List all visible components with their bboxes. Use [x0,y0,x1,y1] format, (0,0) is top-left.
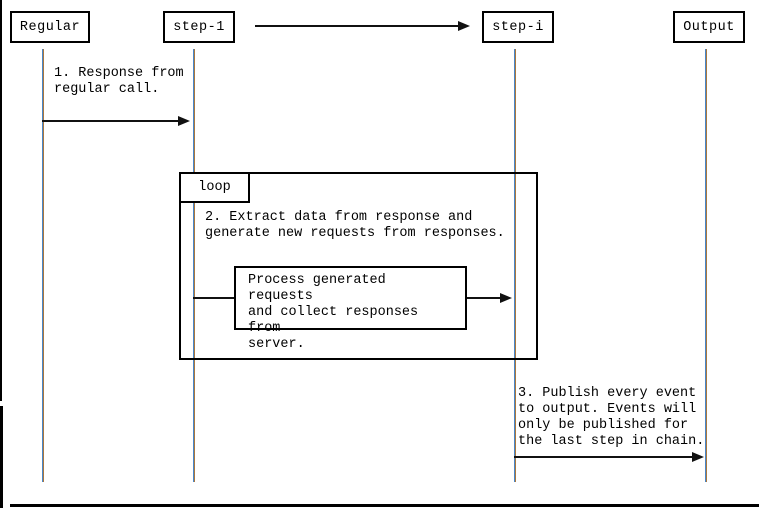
arrowhead-icon [178,116,190,126]
arrowhead-icon [458,21,470,31]
lifeline-step-i [514,49,516,482]
actor-box-step-i: step-i [482,11,554,43]
arrowhead-icon [692,452,704,462]
actor-box-output: Output [673,11,745,43]
loop-operator-label: loop [198,180,231,195]
actor-label-step-i: step-i [492,19,544,35]
actor-box-step-1: step-1 [163,11,235,43]
message-2-label: 2. Extract data from response and genera… [205,210,505,241]
arrowhead-icon [500,293,512,303]
process-arrow [467,293,512,303]
process-box-connector-line [193,297,234,299]
message-1-label: 1. Response from regular call. [54,66,184,97]
actor-box-regular: Regular [10,11,90,43]
chain-continuation-arrow [255,21,470,31]
message-1-arrow [42,116,190,126]
window-left-border-lower [0,406,3,508]
message-3-label: 3. Publish every event to output. Events… [518,386,705,449]
window-bottom-border [10,504,759,507]
loop-fragment-label: loop [179,172,250,203]
lifeline-step-1 [193,49,195,482]
window-left-border-upper [0,0,2,401]
actor-label-step-1: step-1 [173,19,225,35]
loop-fragment [179,172,538,360]
actor-label-output: Output [683,19,735,35]
actor-label-regular: Regular [19,19,81,35]
process-box: Process generated requests and collect r… [234,266,467,352]
lifeline-regular [42,49,44,482]
lifeline-output [705,49,707,482]
message-3-arrow [514,452,704,462]
